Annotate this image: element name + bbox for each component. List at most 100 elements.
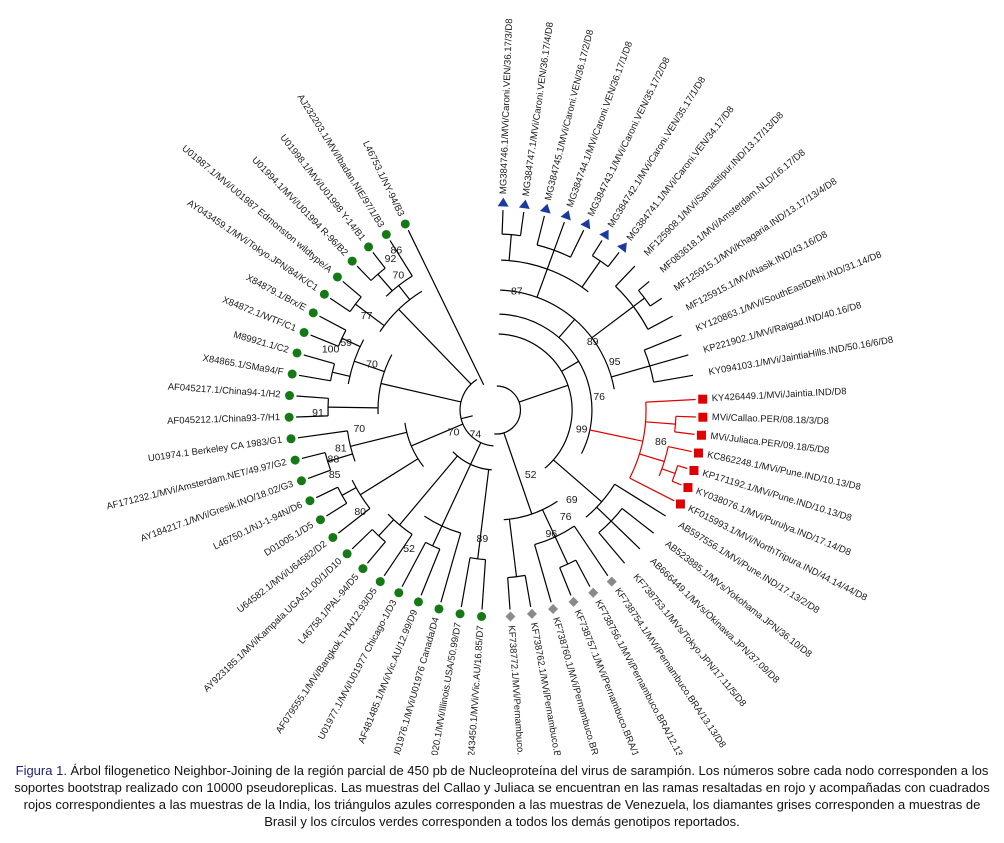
tip-branch: [351, 529, 373, 550]
node-branch: [398, 285, 411, 301]
clade-arc: [674, 416, 677, 432]
bootstrap-label: 89: [587, 336, 599, 348]
node-branch: [589, 429, 643, 442]
tip-branch: [519, 211, 525, 236]
circle-marker: [287, 369, 297, 379]
triangle-marker: [599, 229, 609, 241]
tip-branch: [653, 374, 694, 383]
clade-arc: [337, 486, 348, 504]
node-branch: [399, 455, 458, 526]
node-branch: [558, 319, 576, 338]
circle-marker: [434, 604, 444, 614]
node-branch: [380, 382, 462, 403]
leaf-label: M89921.1/C2: [232, 330, 290, 356]
bootstrap-label: 70: [366, 359, 378, 371]
leaf-label: MG384746.1/MVi/Caroni.VEN/36.17/3/D8: [498, 18, 515, 194]
circle-marker: [342, 549, 352, 559]
leaf-label: U01974.1 Berkeley CA 1983/G1: [147, 435, 282, 465]
node-branch: [327, 406, 379, 409]
node-branch: [355, 303, 385, 327]
tip-branch: [671, 480, 682, 486]
node-branch: [581, 260, 601, 288]
tip-branch: [507, 577, 511, 610]
bootstrap-label: 87: [511, 286, 523, 298]
tip-branch: [649, 297, 663, 307]
node-branch: [508, 234, 512, 261]
bootstrap-label: 59: [340, 337, 352, 349]
tip-branch: [315, 486, 339, 499]
tip-branch: [342, 280, 362, 298]
node-branch: [554, 536, 569, 565]
bootstrap-label: 74: [470, 428, 482, 440]
square-marker: [698, 412, 708, 422]
tip-branch: [298, 374, 331, 382]
node-branch: [327, 453, 353, 463]
clade-arc: [629, 402, 647, 479]
tip-branch: [301, 452, 326, 459]
tip-branch: [668, 446, 692, 453]
circle-marker: [400, 219, 410, 229]
tip-branch: [440, 532, 462, 603]
leaf-markers: [284, 197, 708, 622]
tip-branch: [677, 465, 688, 470]
bootstrap-label: 96: [545, 528, 557, 540]
circle-marker: [305, 496, 315, 506]
tip-branch: [644, 334, 682, 351]
node-branch: [611, 365, 650, 378]
tip-branch: [573, 525, 609, 577]
circle-marker: [358, 564, 368, 574]
bootstrap-label: 88: [328, 453, 340, 465]
tip-branch: [326, 502, 348, 517]
triangle-marker: [497, 197, 509, 207]
circle-marker: [284, 412, 294, 422]
node-branch: [411, 423, 464, 447]
square-marker: [696, 430, 706, 440]
diamond-marker: [568, 596, 579, 607]
circle-marker: [292, 348, 302, 358]
circle-marker: [299, 327, 309, 337]
leaf-label: AF243450.1/MVi/Vic.AU/16.85/D7: [465, 625, 486, 755]
node-branch: [377, 273, 393, 292]
tip-branch: [329, 297, 351, 313]
circle-marker: [290, 455, 300, 465]
square-marker: [675, 499, 685, 509]
leaf-label: X84865.1/SMa94/F: [202, 353, 285, 378]
node-branch: [645, 421, 676, 425]
circle-marker: [375, 577, 385, 587]
node-branch: [546, 250, 555, 270]
bootstrap-label: 70: [448, 426, 460, 438]
circle-marker: [319, 289, 329, 299]
triangle-marker: [518, 199, 530, 210]
circle-marker: [315, 515, 325, 525]
leaf-label: MVi/Callao.PER/08.18/3/D8: [712, 412, 829, 427]
circle-marker: [394, 588, 404, 598]
circle-marker: [296, 476, 306, 486]
bootstrap-label: 70: [393, 269, 405, 281]
node-branch: [541, 509, 556, 538]
node-branch: [596, 506, 612, 522]
circle-marker: [455, 609, 465, 619]
node-branch: [561, 360, 580, 372]
figure-caption: Figura 1. Árbol filogenetico Neighbor-Jo…: [12, 762, 992, 830]
tip-branch: [356, 265, 372, 281]
tip-branch: [553, 221, 565, 251]
leaf-label: MVi/Juliaca.PER/09.18/5/D8: [710, 431, 830, 457]
bootstrap-label: 99: [576, 424, 588, 436]
bootstrap-label: 76: [593, 391, 605, 403]
bootstrap-label: 92: [385, 253, 397, 265]
diamond-marker: [548, 603, 559, 614]
tip-branch: [645, 398, 696, 403]
tree-branches: [296, 210, 696, 610]
bootstrap-label: 86: [391, 244, 403, 256]
tip-branch: [575, 559, 591, 587]
node-branch: [591, 306, 634, 339]
leaf-label: AF045217.1/China94-1/H2: [167, 382, 281, 401]
tip-branch: [629, 477, 675, 502]
node-branch: [508, 519, 518, 577]
bootstrap-label: 52: [403, 543, 415, 555]
tip-branch: [338, 508, 371, 534]
leaf-label: KY426449.1/MVi/Jaintia.IND/D8: [711, 386, 846, 404]
leaf-label: AF045212.1/China93-7/H1: [167, 412, 280, 427]
node-branch: [477, 469, 490, 559]
